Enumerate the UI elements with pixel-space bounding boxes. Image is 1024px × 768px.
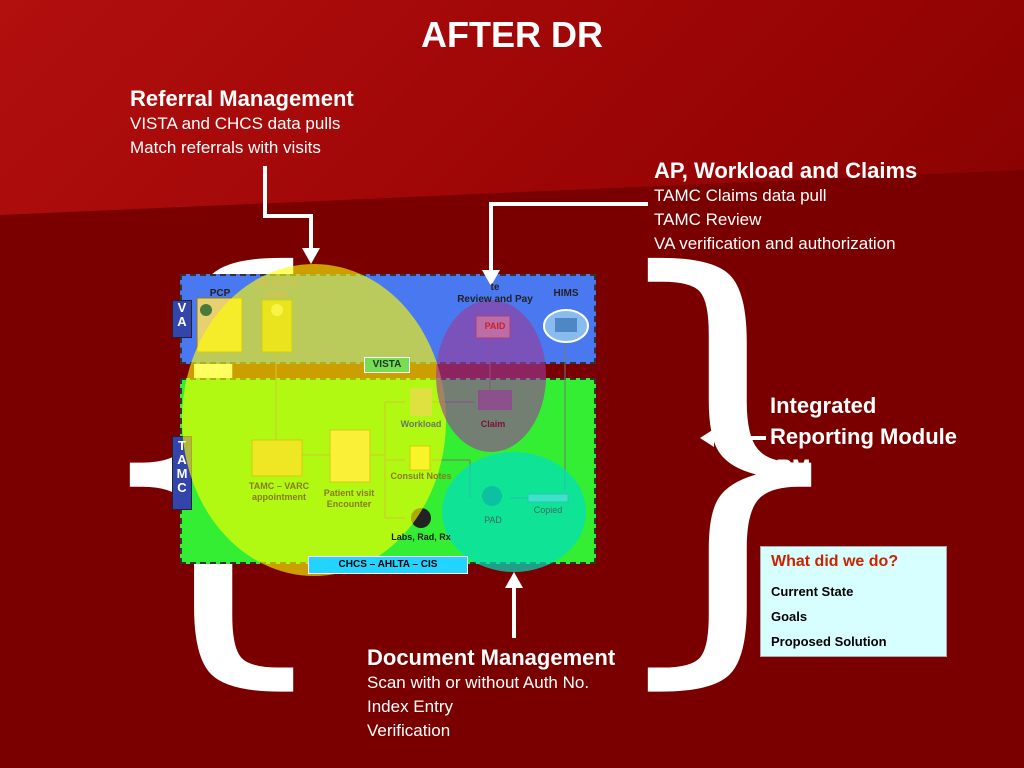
callout-arrows xyxy=(263,166,766,638)
info-item[interactable]: Proposed Solution xyxy=(771,634,887,649)
va-tab: V A xyxy=(172,300,192,338)
referral-block: Referral Management VISTA and CHCS data … xyxy=(130,86,354,160)
irm-line: Reporting Module xyxy=(770,424,957,449)
labs-label: Labs, Rad, Rx xyxy=(391,532,451,542)
document-heading: Document Management xyxy=(367,645,616,670)
chcs-tag: CHCS – AHLTA – CIS xyxy=(308,556,468,574)
referral-arrow xyxy=(263,166,313,250)
irm-block: Integrated Reporting Module IRM xyxy=(770,390,957,483)
irm-arrowhead xyxy=(700,429,714,447)
paid-stamp-text: PAID xyxy=(484,321,506,331)
tamc-varc-line: TAMC – VARC xyxy=(248,481,310,491)
document-line: Verification xyxy=(367,721,451,740)
hims-building-body xyxy=(555,318,577,332)
referral-line: Match referrals with visits xyxy=(130,138,321,157)
document-line: Scan with or without Auth No. xyxy=(367,673,590,692)
hims-label: HIMS xyxy=(553,288,579,299)
right-brace: } xyxy=(594,179,865,726)
ap-workload-line: VA verification and authorization xyxy=(654,234,896,253)
document-block: Document Management Scan with or without… xyxy=(367,645,615,743)
document-arrowhead xyxy=(505,572,523,588)
info-heading: What did we do? xyxy=(771,553,899,570)
ap-workload-arrow xyxy=(489,202,648,272)
tamc-tab-letter: C xyxy=(177,480,187,495)
consult-notes-label: Consult Notes xyxy=(390,471,452,481)
referral-circle xyxy=(182,264,446,576)
va-tab-letter: A xyxy=(177,314,187,329)
referral-line: VISTA and CHCS data pulls xyxy=(130,114,341,133)
tamc-tab-letter: T xyxy=(178,438,186,453)
arrowheads xyxy=(302,248,714,588)
referral-arrowhead xyxy=(302,248,320,264)
tamc-varc-line: appointment xyxy=(252,492,306,502)
patient-visit-line: Patient visit xyxy=(323,488,375,498)
ap-workload-line: TAMC Claims data pull xyxy=(654,186,827,205)
copied-label: Copied xyxy=(533,505,563,515)
info-box: What did we do? Current State Goals Prop… xyxy=(760,546,947,657)
ap-workload-heading: AP, Workload and Claims xyxy=(654,158,918,183)
tamc-tab-letter: A xyxy=(177,452,187,467)
info-item[interactable]: Goals xyxy=(771,609,808,624)
patient-visit-label: Patient visit Encounter xyxy=(314,488,384,510)
pad-label: PAD xyxy=(484,515,502,525)
vista-tag: VISTA xyxy=(364,357,410,373)
tamc-varc-label: TAMC – VARC appointment xyxy=(234,481,324,503)
irm-line: IRM xyxy=(770,455,811,480)
va-tab-letter: V xyxy=(177,300,187,315)
info-item[interactable]: Current State xyxy=(771,584,854,599)
document-circle xyxy=(442,452,586,572)
um-nurse-label: UM Nurse Auth xyxy=(248,278,304,300)
pcp-label: PCP xyxy=(209,288,231,299)
review-pay-line: Review and Pay xyxy=(457,294,533,305)
um-nurse-line: UM Nurse xyxy=(254,278,297,288)
claim-label: Claim xyxy=(480,419,506,429)
review-pay-fragment: te xyxy=(490,282,500,293)
page-title: AFTER DR xyxy=(421,14,603,55)
um-nurse-line: Auth xyxy=(265,289,287,299)
doctor-head xyxy=(200,304,212,316)
ap-workload-block: AP, Workload and Claims TAMC Claims data… xyxy=(654,158,917,256)
ap-workload-line: TAMC Review xyxy=(654,210,762,229)
review-pay-label: te Review and Pay xyxy=(450,282,540,306)
irm-line: Integrated xyxy=(770,393,877,418)
referral-heading: Referral Management xyxy=(130,86,354,111)
document-line: Index Entry xyxy=(367,697,453,716)
tamc-tab-letter: M xyxy=(176,466,188,481)
workload-label: Workload xyxy=(400,419,442,429)
ap-workload-arrowhead xyxy=(482,270,500,286)
patient-visit-line: Encounter xyxy=(326,499,372,509)
ap-workload-circle xyxy=(436,300,546,452)
